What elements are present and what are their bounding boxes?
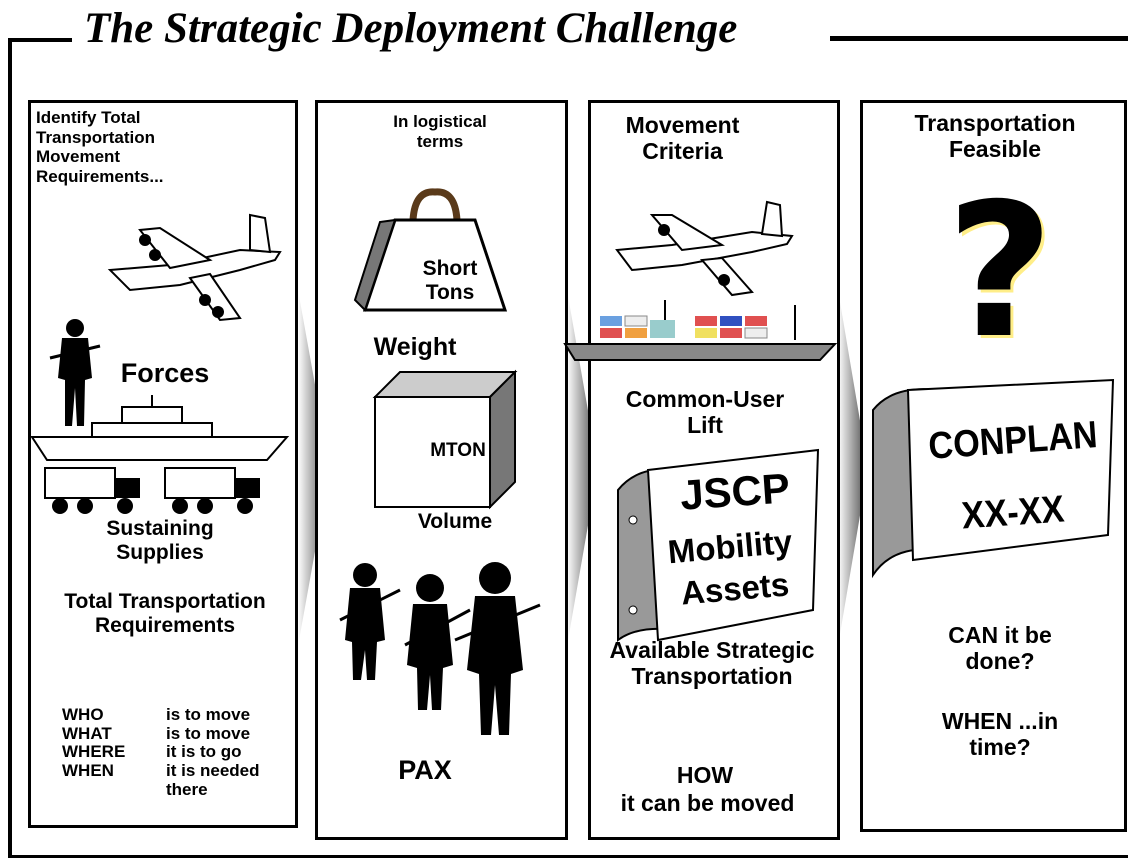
- panel1-heading: Identify Total Transportation Movement R…: [36, 108, 164, 186]
- ship-icon: [30, 395, 290, 461]
- frame-line: [8, 38, 12, 858]
- arrow-2: [567, 290, 598, 646]
- arrow-3: [838, 290, 868, 646]
- can-it-be-done-label: CAN it be done?: [948, 622, 1052, 675]
- trucks-icon: [44, 467, 260, 514]
- forces-label: Forces: [120, 358, 210, 388]
- how-moved-label: it can be moved: [620, 790, 795, 816]
- soldiers-icon: [339, 562, 541, 735]
- volume-cube-icon: [372, 369, 518, 510]
- frame-line: [830, 36, 1128, 41]
- panel3-heading: Movement Criteria: [625, 112, 740, 165]
- sustaining-label: Sustaining Supplies: [106, 517, 214, 565]
- arrow-1: [298, 290, 330, 646]
- container-ship-icon: [563, 300, 838, 361]
- short-tons-label: Short Tons: [422, 257, 478, 305]
- page-title: The Strategic Deployment Challenge: [84, 5, 738, 52]
- conplan-binder-icon: [872, 378, 1115, 579]
- when-in-time-label: WHEN ...in time?: [941, 708, 1059, 761]
- common-user-lift-label: Common-User Lift: [625, 386, 785, 439]
- how-label: HOW: [676, 762, 734, 788]
- pax-label: PAX: [398, 755, 452, 785]
- cargo-aircraft-icon: [615, 200, 794, 297]
- aircraft-icon: [107, 213, 282, 322]
- jscp-binder-icon: [617, 448, 820, 642]
- panel4-heading: Transportation Feasible: [914, 110, 1076, 163]
- frame-line: [8, 855, 1128, 858]
- question-mark-icon: ?: [946, 163, 1054, 379]
- volume-label: Volume: [417, 510, 493, 533]
- frame-line: [8, 38, 72, 42]
- total-requirements-label: Total Transportation Requirements: [64, 590, 266, 638]
- weight-icon: [353, 188, 508, 312]
- soldier-icon: [49, 319, 101, 426]
- weight-label: Weight: [373, 333, 457, 361]
- mton-label: MTON: [430, 440, 486, 461]
- panel2-heading: In logistical terms: [393, 112, 487, 151]
- available-transport-label: Available Strategic Transportation: [609, 637, 815, 690]
